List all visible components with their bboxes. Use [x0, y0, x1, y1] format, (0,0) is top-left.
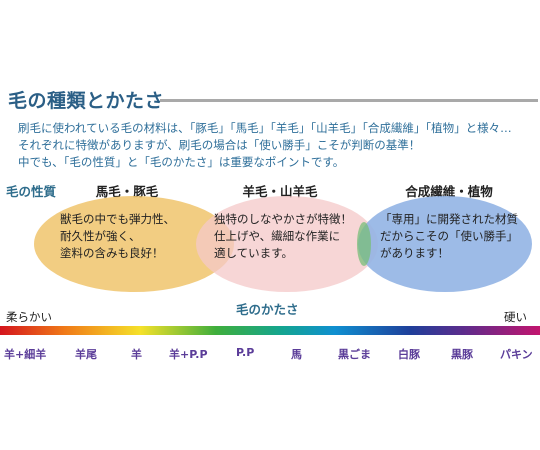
- hair-type-label: 黒ごま: [338, 348, 371, 361]
- category-ellipse-sheep-goat: [196, 196, 378, 292]
- category-description-horse-pig: 獣毛の中でも弾力性、 耐久性が強く、 塗料の含みも良好！: [60, 212, 175, 260]
- hair-type-label: 馬: [291, 348, 302, 361]
- page-title: 毛の種類とかたさ: [8, 90, 165, 112]
- hair-type-label: 羊+細羊: [4, 348, 47, 361]
- hair-type-label: 羊: [131, 348, 142, 361]
- hair-type-label: 羊尾: [75, 348, 97, 361]
- hair-type-label: パキン: [500, 348, 533, 361]
- intro-line-1: 刷毛に使われている毛の材料は、「豚毛」「馬毛」「羊毛」「山羊毛」「合成繊維」「植…: [18, 121, 512, 135]
- hair-type-label: P.P: [236, 346, 255, 359]
- title-divider: [160, 99, 538, 102]
- hardness-label: 毛のかたさ: [236, 302, 299, 317]
- hair-type-label: 白豚: [398, 348, 420, 361]
- hair-type-label: 黒豚: [451, 348, 473, 361]
- category-label-sheep-goat: 羊毛・山羊毛: [242, 184, 318, 199]
- intro-line-2: それぞれに特徴がありますが、刷毛の場合は「使い勝手」こそが判断の基準！: [18, 138, 421, 152]
- intro-line-3: 中でも、「毛の性質」と「毛のかたさ」は重要なポイントです。: [18, 155, 345, 169]
- category-label-horse-pig: 馬毛・豚毛: [95, 184, 159, 199]
- category-description-synthetic-plant: 「専用」に開発された材質 だからこその「使い勝手」 があります！: [380, 212, 518, 260]
- properties-label: 毛の性質: [6, 184, 57, 199]
- hardness-spectrum-bar: [0, 326, 540, 335]
- category-ellipse-synthetic-plant: [358, 196, 532, 292]
- hard-end-label: 硬い: [504, 310, 527, 324]
- hair-type-label: 羊+P.P: [169, 348, 208, 361]
- soft-end-label: 柔らかい: [6, 310, 52, 324]
- category-description-sheep-goat: 独特のしなやかさが特徴！ 仕上げや、繊細な作業に 適しています。: [214, 212, 352, 260]
- category-label-synthetic-plant: 合成繊維・植物: [405, 184, 493, 199]
- ellipse-overlap: [357, 222, 371, 266]
